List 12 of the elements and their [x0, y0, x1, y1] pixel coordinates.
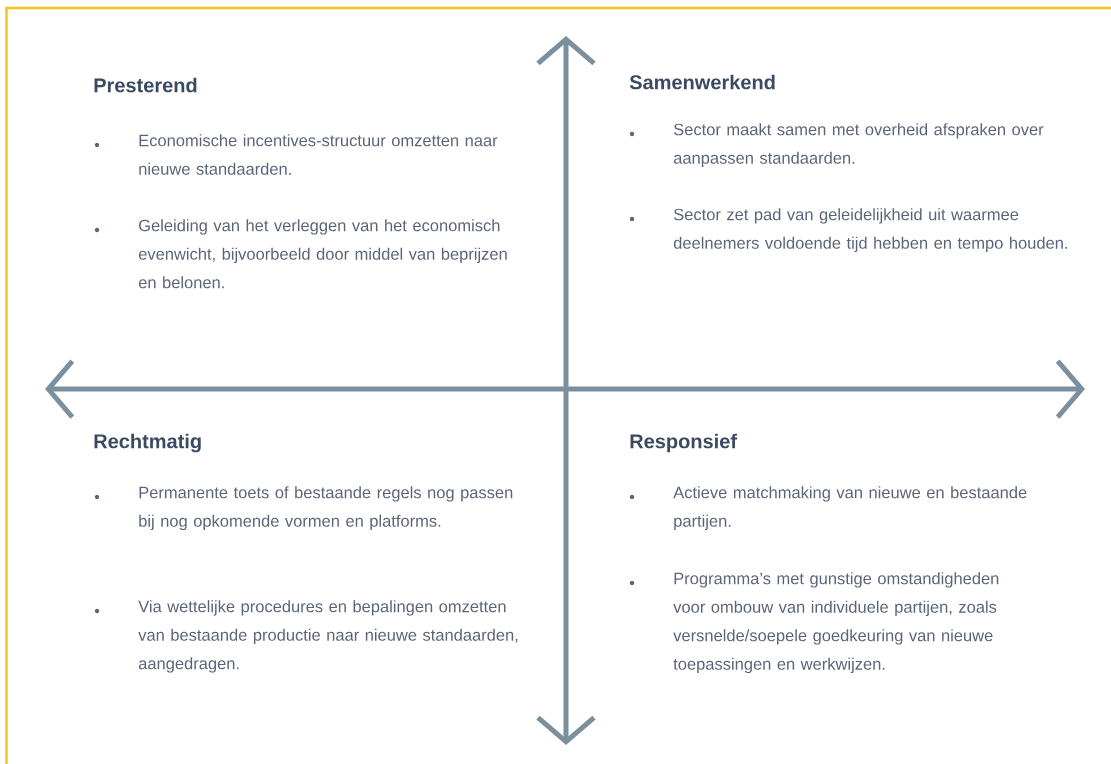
bullet-item: Programma’s met gunstige omstandigheden voor ombouw van individuele partijen, zoals versnelde/soepele goedkeuring van nieuwe toepassingen en werkwijzen.: [629, 572, 999, 674]
bullet-item: Geleiding van het verleggen van het economisch evenwicht, bijvoorbeeld door middel van beprijzen en belonen.: [94, 219, 507, 289]
quadrant-heading: Responsief: [630, 433, 738, 453]
bullet-item: Actieve matchmaking van nieuwe en bestaande partijen.: [629, 486, 1027, 531]
bullet-item: Sector maakt samen met overheid afspraken over aanpassen standaarden.: [629, 123, 1044, 168]
quadrant-heading: Rechtmatig: [94, 433, 201, 453]
bullet-item: Permanente toets of bestaande regels nog passen bij nog opkomende vormen en platforms.: [94, 486, 513, 531]
quadrant-heading: Presterend: [94, 77, 197, 93]
quadrant-heading: Samenwerkend: [629, 74, 775, 90]
bullet-item: Economische incentives-structuur omzetten naar nieuwe standaarden.: [94, 134, 498, 175]
bullet-item: Via wettelijke procedures en bepalingen omzetten van bestaande productie naar nieuwe standaarden, aangedragen.: [94, 600, 518, 673]
bullet-item: Sector zet pad van geleidelijkheid uit waarmee deelnemers voldoende tijd hebben en tempo houden.: [629, 208, 1067, 253]
